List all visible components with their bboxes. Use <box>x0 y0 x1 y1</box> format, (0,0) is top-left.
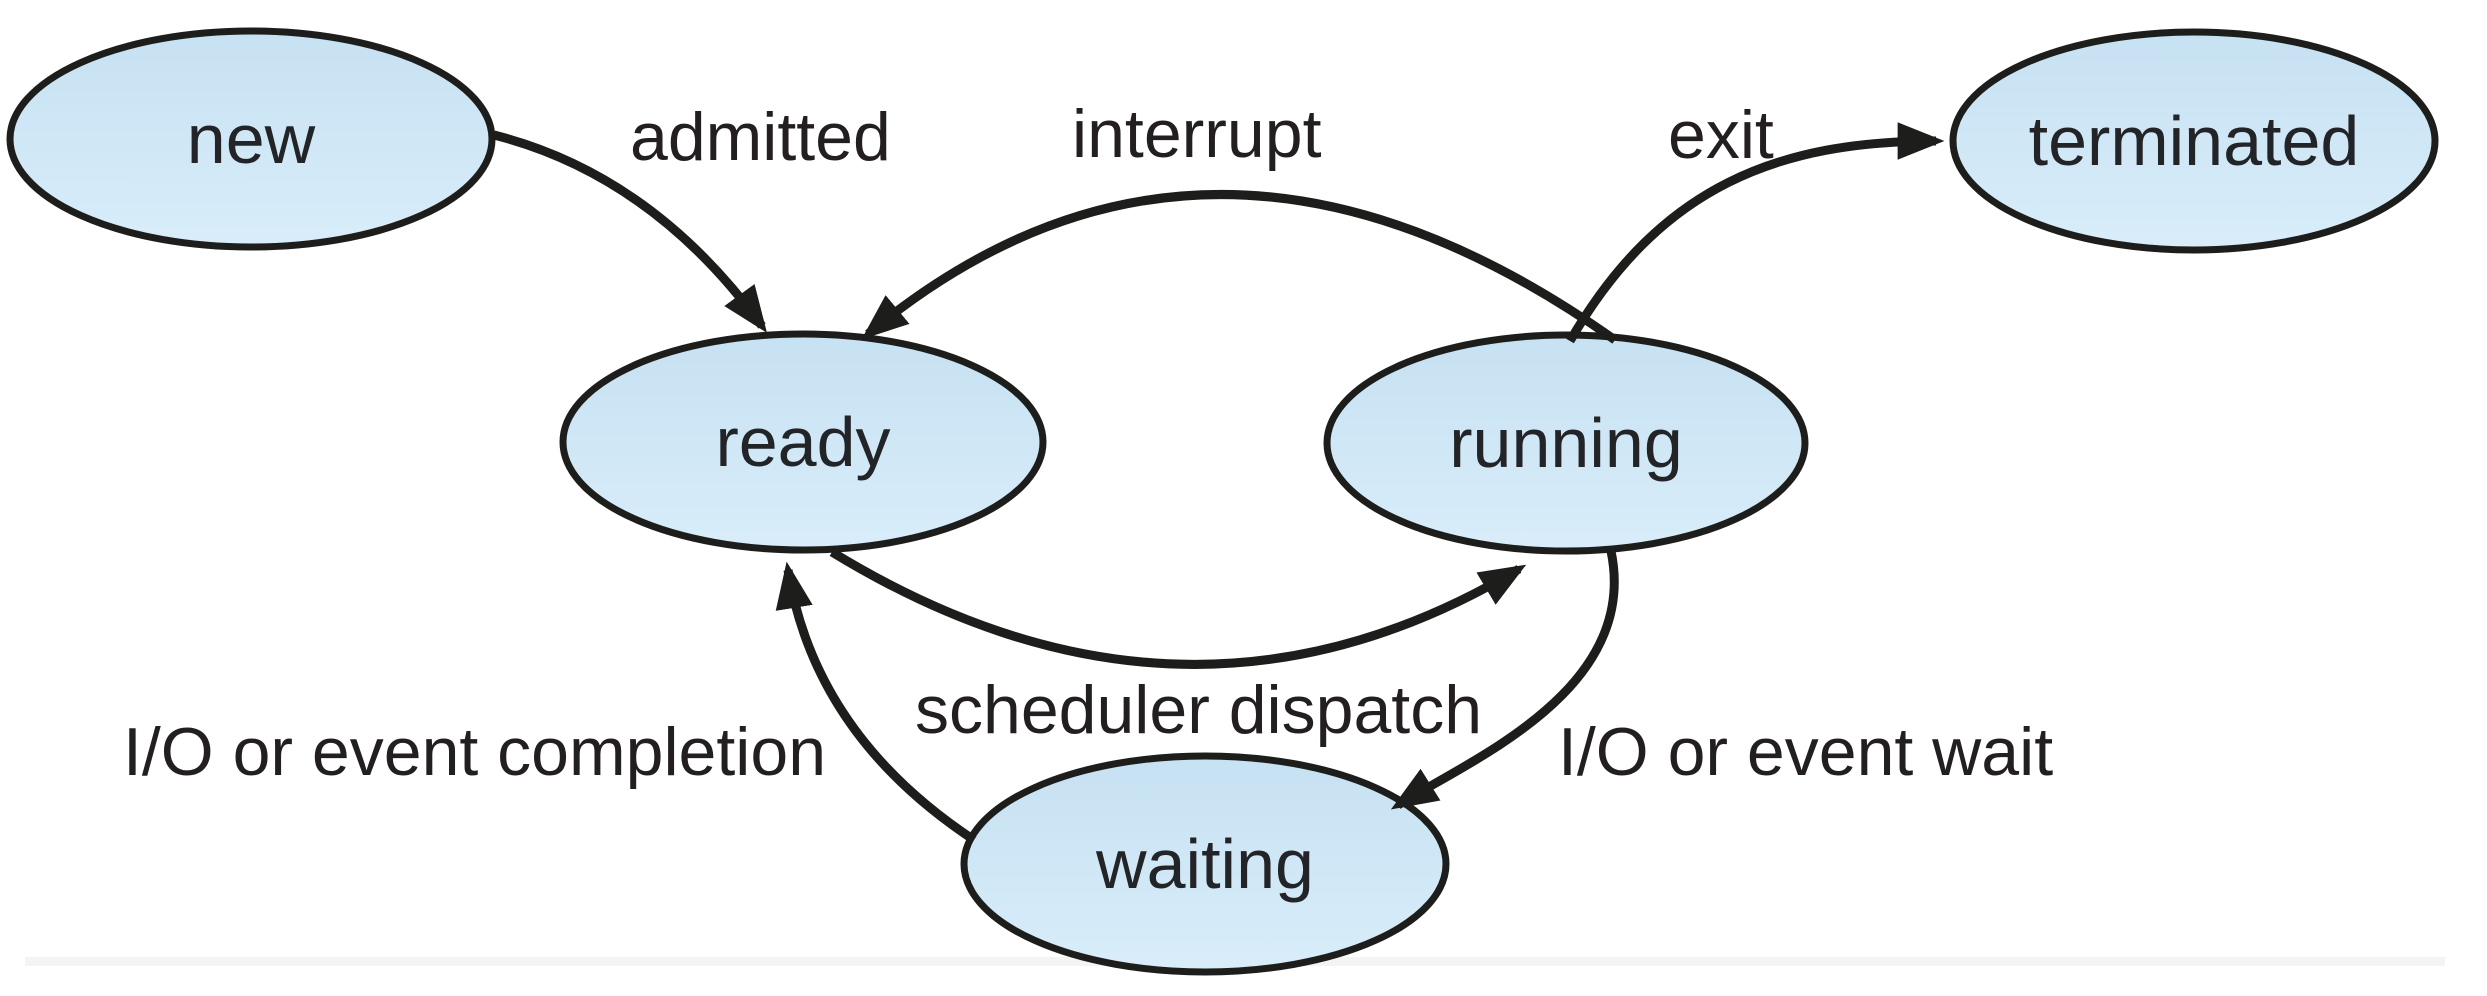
transition-label-interrupt: interrupt <box>1072 96 1322 172</box>
transition-label-exit: exit <box>1668 97 1774 173</box>
state-running: running <box>1323 331 1809 555</box>
state-terminated: terminated <box>1949 28 2439 254</box>
state-label-running: running <box>1449 404 1683 482</box>
transition-label-io-or-event-completion: I/O or event completion <box>123 714 827 790</box>
transition-arrow-exit <box>1566 122 1945 344</box>
state-label-ready: ready <box>715 403 890 481</box>
transition-arrow-interrupt <box>861 190 1618 344</box>
state-ellipse-terminated <box>1949 28 2439 254</box>
transition-label-scheduler-dispatch: scheduler dispatch <box>915 672 1483 748</box>
state-label-terminated: terminated <box>2029 102 2360 180</box>
state-ellipse-waiting <box>960 752 1450 976</box>
transition-arrow-scheduler-dispatch <box>829 548 1527 669</box>
state-new: new <box>6 27 496 251</box>
transition-arrow-io-or-event-wait <box>1390 550 1619 810</box>
transition-label-io-or-event-wait: I/O or event wait <box>1558 714 2054 790</box>
state-waiting: waiting <box>960 752 1450 976</box>
transition-label-admitted: admitted <box>630 99 891 175</box>
state-ready: ready <box>559 330 1047 554</box>
state-label-waiting: waiting <box>1095 825 1314 903</box>
state-label-new: new <box>187 100 316 178</box>
state-ellipse-ready <box>559 330 1047 554</box>
transition-arrow-admitted <box>492 130 767 333</box>
transition-arrow-io-or-event-completion <box>775 561 977 844</box>
state-ellipse-new <box>6 27 496 251</box>
state-ellipse-running <box>1323 331 1809 555</box>
